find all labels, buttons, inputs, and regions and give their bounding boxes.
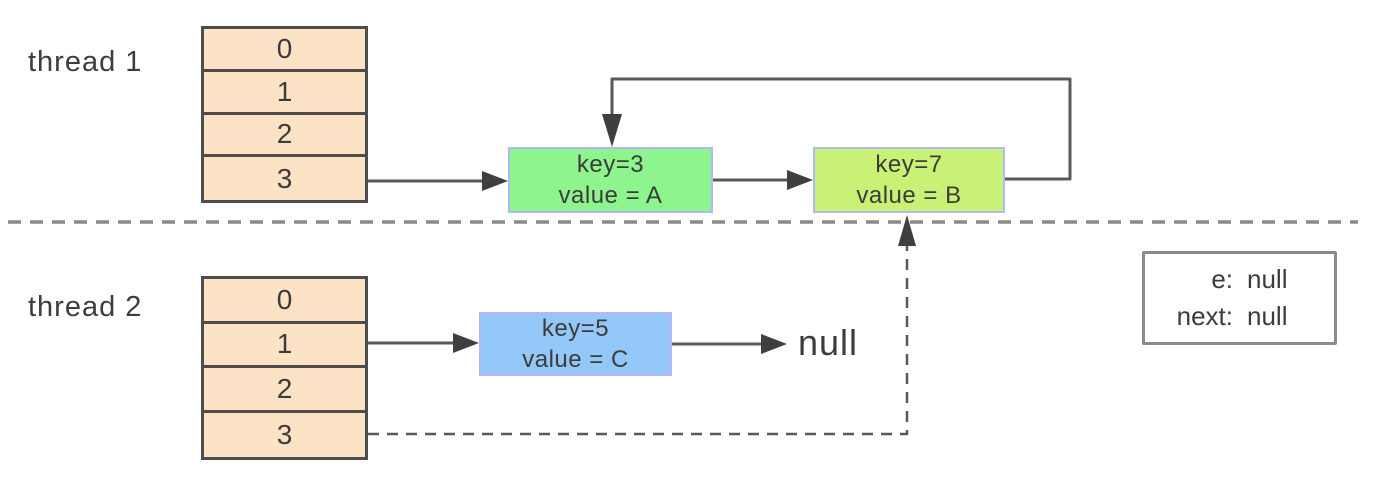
state-e-label: e: [1211,264,1233,294]
state-box: e: null next: null [1142,251,1337,345]
thread-2-slot-0: 0 [204,279,365,324]
state-next-label: next: [1176,301,1233,331]
state-next-value: null [1247,301,1288,331]
node-key7-value: value = B [856,182,962,209]
arrowhead-key5-to-null-icon [761,334,787,354]
thread-2-bucket-array: 0 1 2 3 [201,276,368,460]
node-key5-key: key=5 [541,315,610,342]
arrowhead-array2-to-key5-icon [453,333,479,353]
thread-1-bucket-array: 0 1 2 3 [201,26,368,203]
arrowhead-key7-loop-icon [602,114,622,147]
thread-1-slot-0: 0 [204,29,365,72]
node-key5-value: value = C [522,346,629,373]
arrowhead-key3-to-key7-icon [787,170,813,190]
thread-1-slot-2: 2 [204,115,365,158]
thread-2-label: thread 2 [28,291,143,323]
node-key7: key=7 value = B [813,147,1005,213]
arrowhead-array1-to-key3-icon [482,171,508,191]
node-key3: key=3 value = A [508,147,713,213]
null-terminator-label: null [798,322,859,363]
thread-2-slot-2: 2 [204,368,365,413]
node-key5: key=5 value = C [479,312,672,376]
thread-2-slot-1: 1 [204,324,365,368]
node-key7-key: key=7 [875,151,943,178]
state-e-value: null [1247,264,1288,294]
thread-1-slot-1: 1 [204,72,365,115]
thread-1-label: thread 1 [28,46,143,78]
thread-2-slot-3: 3 [276,418,293,450]
node-key3-key: key=3 [576,151,645,178]
arrowhead-array2-slot3-to-key7-icon [898,215,916,246]
node-key3-value: value = A [558,182,663,209]
thread-1-slot-3: 3 [276,162,293,194]
